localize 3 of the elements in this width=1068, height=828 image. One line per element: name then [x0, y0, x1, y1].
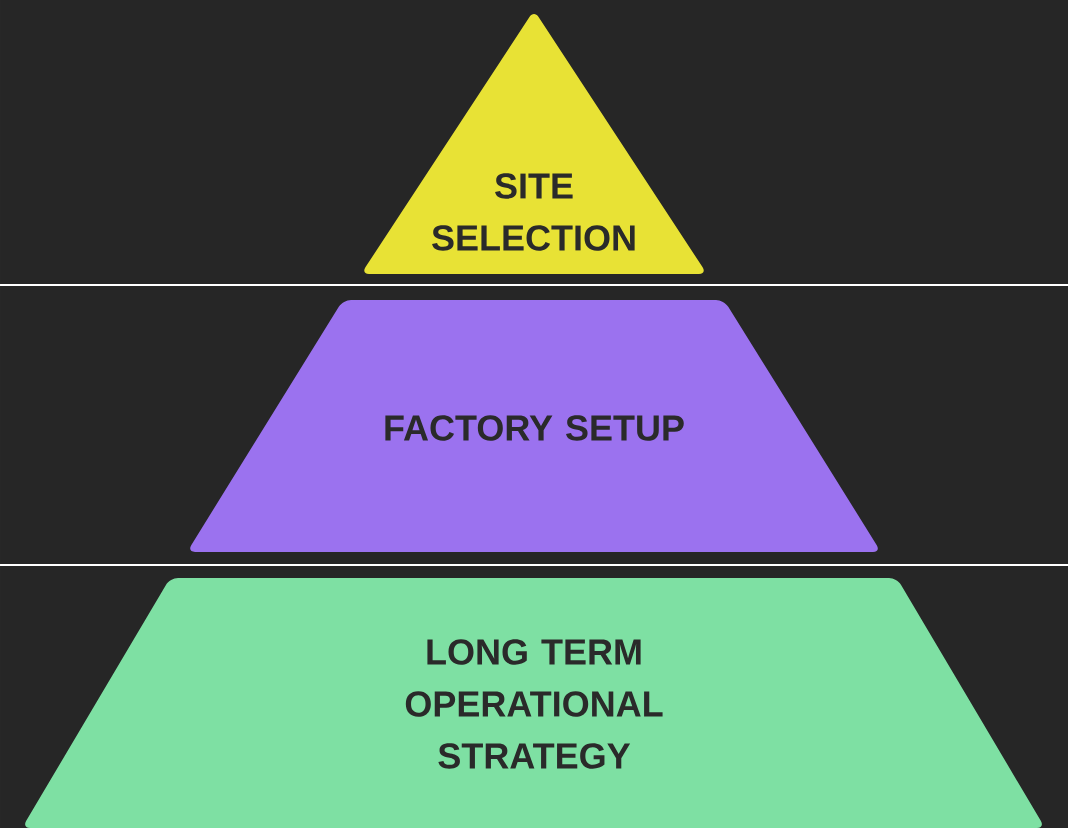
pyramid-level: LONG TERM OPERATIONAL STRATEGY [25, 578, 1042, 828]
pyramid-level: FACTORY SETUP [190, 300, 878, 552]
pyramid-level: SITE SELECTION [364, 13, 704, 274]
